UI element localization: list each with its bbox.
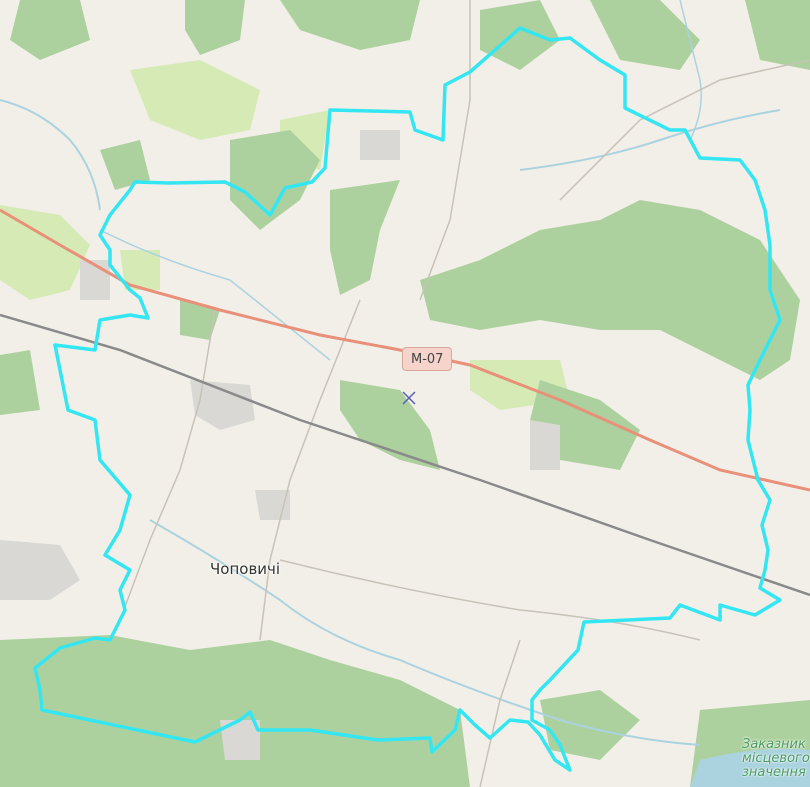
reserve-label: Заказник місцевого значення [742,738,810,780]
reserve-label-line-2: місцевого [742,751,810,766]
cross-marker-icon [402,391,416,405]
railway [0,313,810,597]
trunk-road-m07 [0,208,810,492]
town-label: Чоповичі [210,560,281,578]
minor-roads [119,0,810,787]
boundary-outline [33,26,782,772]
reserve-label-line-3: значення [742,765,806,780]
reserve-label-line-1: Заказник [742,737,806,752]
road-shield-m07: M-07 [402,347,453,371]
meadow-areas [0,60,570,410]
